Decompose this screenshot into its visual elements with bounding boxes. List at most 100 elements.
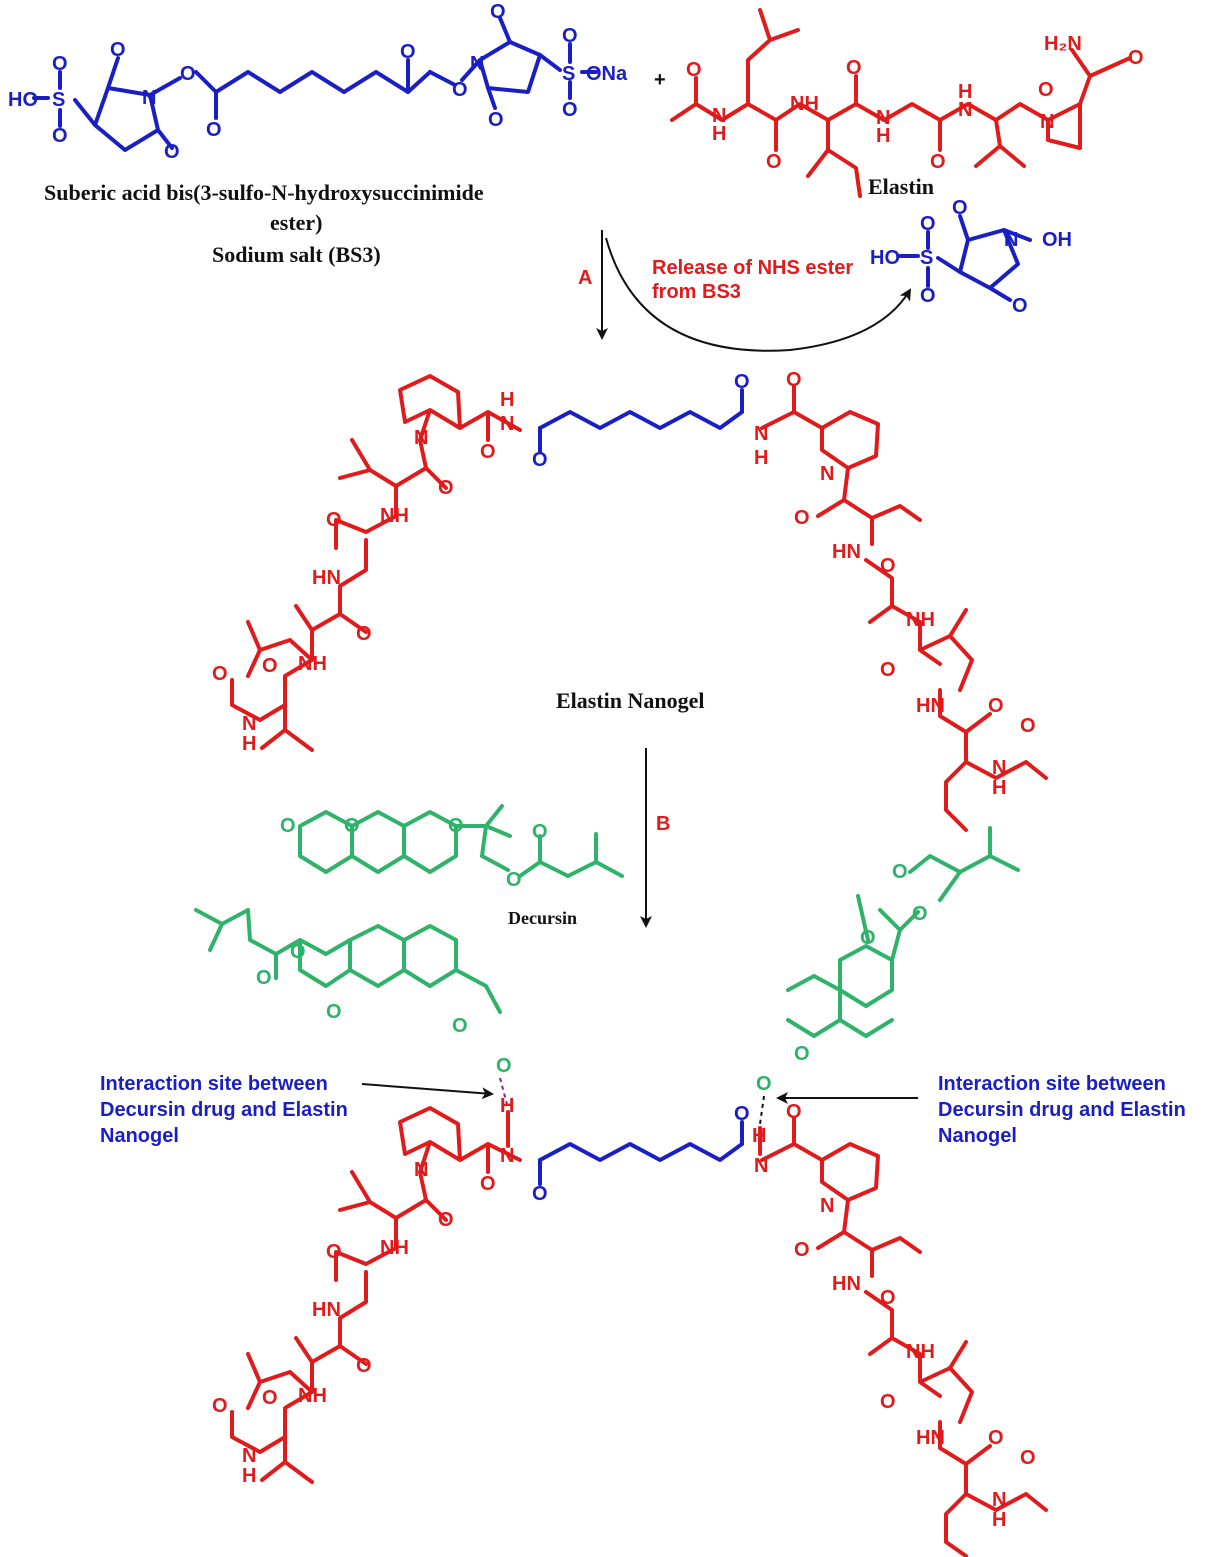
elastin-label: Elastin xyxy=(868,174,934,199)
n-atom: N xyxy=(142,87,156,109)
o-atom: O xyxy=(794,1043,810,1065)
o-atom: O xyxy=(532,1183,548,1205)
h-atom: H xyxy=(876,125,890,147)
n-atom: N xyxy=(958,99,972,121)
left-annotation: Interaction site between Decursin drug a… xyxy=(100,1073,348,1147)
o-atom: O xyxy=(562,25,578,47)
o-atom: O xyxy=(400,41,416,63)
step-a-arrows xyxy=(596,230,912,352)
n-atom: N xyxy=(500,413,514,435)
o-atom: O xyxy=(734,1103,750,1125)
hbond-right xyxy=(759,1095,765,1125)
o-atom: O xyxy=(786,1101,802,1123)
nanogel-lower: O O H N O N O NH O HN O NH O O N H H N O… xyxy=(212,1095,1048,1557)
nh-atom: N xyxy=(712,105,726,127)
left-annotation-line1: Interaction site between xyxy=(100,1073,328,1095)
n-atom: N xyxy=(1004,229,1018,251)
o-atom: O xyxy=(794,1239,810,1261)
n-atom: N xyxy=(414,427,428,449)
o-atom: O xyxy=(1012,295,1028,317)
o-atom: O xyxy=(326,509,342,531)
decursin-left-bound: O O O O O xyxy=(194,908,512,1077)
plus-sign: + xyxy=(654,69,666,91)
s-atom-right: S xyxy=(562,63,575,85)
o-atom: O xyxy=(860,927,876,949)
step-b-label: B xyxy=(656,813,670,835)
o-atom: O xyxy=(438,477,454,499)
n-atom: N xyxy=(992,1489,1006,1511)
release-line1: Release of NHS ester xyxy=(652,257,853,279)
hbond-left xyxy=(499,1077,509,1109)
left-annotation-line2: Decursin drug and Elastin xyxy=(100,1099,348,1121)
h-atom: H xyxy=(992,777,1006,799)
o-atom: O xyxy=(912,903,928,925)
n-atom: N xyxy=(992,757,1006,779)
ho-atom: HO xyxy=(8,89,38,111)
h-atom: H xyxy=(992,1509,1006,1531)
o-atom: O xyxy=(356,1355,372,1377)
o-atom: O xyxy=(734,371,750,393)
hn-atom: HN xyxy=(312,1299,341,1321)
o-atom: O xyxy=(920,213,936,235)
decursin-right-bound: O O O O O xyxy=(756,826,1020,1095)
nh-atom: NH xyxy=(906,1341,935,1363)
o-atom: O xyxy=(490,1,506,23)
o-atom: O xyxy=(480,1173,496,1195)
o-atom: O xyxy=(326,1241,342,1263)
n-atom: N xyxy=(242,1445,256,1467)
nanogel-upper: O O H N O N O NH O HN O NH O O N H N H O… xyxy=(212,369,1048,832)
n-atom: N xyxy=(470,53,484,75)
o-atom: O xyxy=(1020,715,1036,737)
o-atom: O xyxy=(448,815,464,837)
o-atom: O xyxy=(262,1387,278,1409)
h-atom: H xyxy=(712,123,726,145)
o-atom: O xyxy=(532,821,548,843)
elastin-structure: O N H O NH O N H O H N O N H₂N O xyxy=(670,8,1144,198)
o-atom: O xyxy=(290,941,306,963)
ona-atom: ONa xyxy=(586,63,628,85)
oh-atom: OH xyxy=(1042,229,1072,251)
hn-atom: HN xyxy=(916,695,945,717)
right-annotation-line1: Interaction site between xyxy=(938,1073,1166,1095)
release-arrow xyxy=(605,237,912,352)
h-atom: H xyxy=(754,447,768,469)
o-atom: O xyxy=(488,109,504,131)
o-atom: O xyxy=(506,869,522,891)
o-atom: O xyxy=(326,1001,342,1023)
o-atom: O xyxy=(1038,79,1054,101)
o-atom: O xyxy=(988,1427,1004,1449)
o-atom: O xyxy=(880,1391,896,1413)
o-atom: O xyxy=(930,151,946,173)
h-atom: H xyxy=(242,733,256,755)
hn-atom: HN xyxy=(832,1273,861,1295)
bs3-name-line1: Suberic acid bis(3-sulfo-N-hydroxysuccin… xyxy=(44,180,484,205)
o-atom: O xyxy=(892,861,908,883)
h-atom: H xyxy=(242,1465,256,1487)
o-atom: O xyxy=(356,623,372,645)
release-line2: from BS3 xyxy=(652,281,741,303)
h-atom: H xyxy=(958,81,972,103)
o-atom: O xyxy=(686,59,702,81)
nh-atom: NH xyxy=(906,609,935,631)
nh-atom: NH xyxy=(298,653,327,675)
n-atom: N xyxy=(820,1195,834,1217)
nhs-structure: HO S O O O N OH O xyxy=(870,197,1072,317)
nh-atom: NH xyxy=(380,505,409,527)
o-atom: O xyxy=(532,449,548,471)
o-atom: O xyxy=(786,369,802,391)
o-atom: O xyxy=(952,197,968,219)
o-atom: O xyxy=(212,663,228,685)
o-atom: O xyxy=(480,441,496,463)
n-atom: N xyxy=(754,1155,768,1177)
n-atom: N xyxy=(500,1145,514,1167)
o-atom: O xyxy=(562,99,578,121)
n-atom: N xyxy=(754,423,768,445)
hn-atom: HN xyxy=(832,541,861,563)
o-atom: O xyxy=(280,815,296,837)
decursin-label: Decursin xyxy=(508,908,577,928)
s-atom-left: S xyxy=(52,89,65,111)
o-atom: O xyxy=(164,141,180,163)
n-atom: N xyxy=(1040,111,1054,133)
